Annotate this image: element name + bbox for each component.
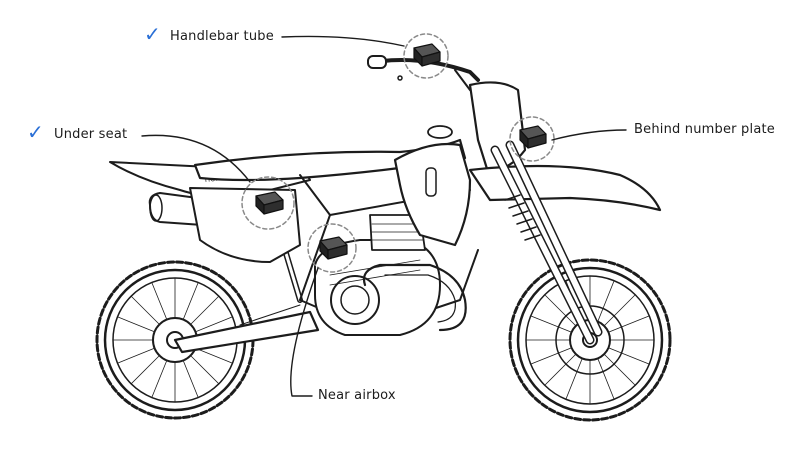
gps-tracker-icon <box>413 43 441 67</box>
check-icon: ✓ <box>144 22 161 46</box>
fork-boots <box>504 194 541 241</box>
leader-line-handlebar <box>281 35 405 47</box>
side-number-panel <box>189 187 301 263</box>
gps-tracker-icon <box>519 125 547 149</box>
tracker-devices <box>255 43 547 260</box>
rear-wheel <box>95 260 255 420</box>
gps-tracker-icon <box>255 191 284 215</box>
handlebar-grip <box>367 55 387 69</box>
label-handlebar-tube: Handlebar tube <box>170 29 274 44</box>
leader-line-under-seat <box>141 134 251 183</box>
check-icon: ✓ <box>27 120 44 144</box>
engine <box>314 214 441 336</box>
swingarm <box>173 310 320 354</box>
leader-line-behind-plate <box>551 129 627 141</box>
callout-circle-handlebar <box>403 33 449 79</box>
callout-circle-near-airbox <box>307 223 357 273</box>
fuel-tank-shroud <box>393 125 472 247</box>
label-under-seat: Under seat <box>54 127 128 142</box>
label-behind-number-plate: Behind number plate <box>634 122 775 137</box>
leader-line-near-airbox <box>290 267 319 397</box>
fuel-cap <box>427 125 453 139</box>
label-near-airbox: Near airbox <box>318 388 396 403</box>
gps-tracker-icon <box>319 236 348 260</box>
front-forks <box>490 140 603 345</box>
leader-lines <box>141 35 627 397</box>
expansion-chamber <box>362 263 467 332</box>
front-fender <box>468 164 662 212</box>
seat <box>193 138 467 182</box>
callout-circle-under-seat <box>241 176 295 230</box>
